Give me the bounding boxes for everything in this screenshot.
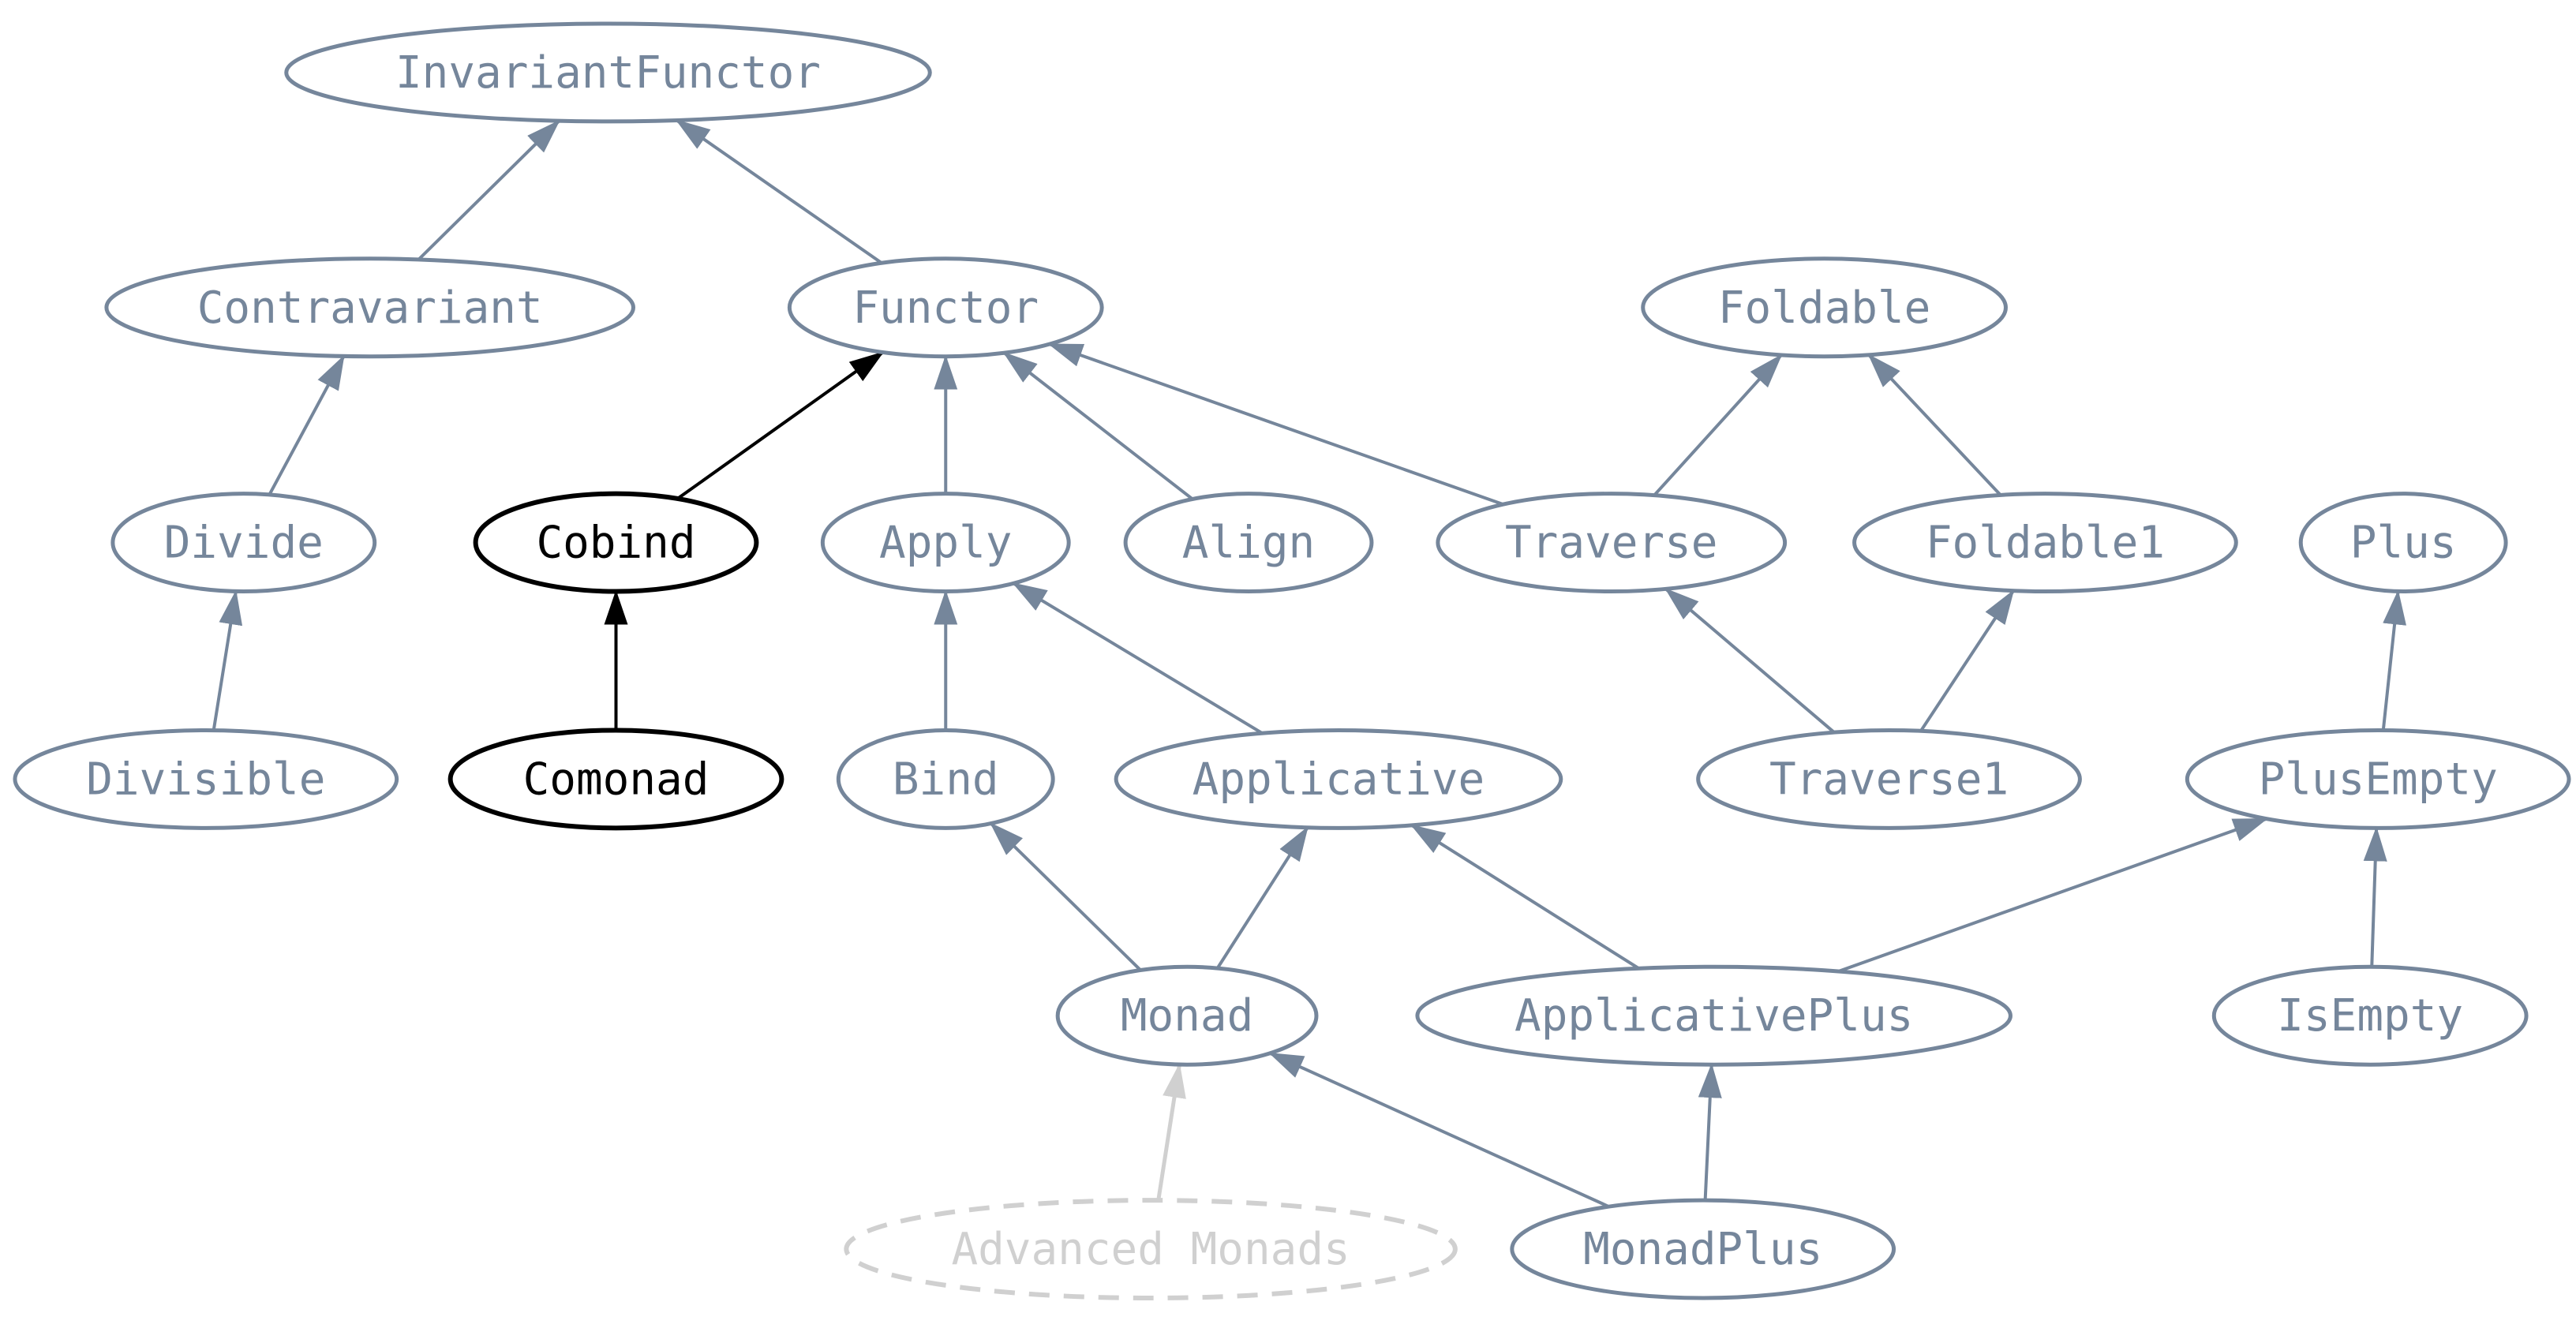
node-ellipse-Functor: [787, 256, 1104, 359]
node-ellipse-InvariantFunctor: [284, 21, 932, 124]
node-Divide: Divide: [110, 492, 377, 594]
node-ellipse-Applicative: [1114, 728, 1563, 830]
node-Comonad: Comonad: [447, 728, 784, 831]
edge-Foldable1-to-Foldable: [1867, 354, 2002, 496]
node-Divisible: Divisible: [13, 728, 399, 830]
node-ellipse-AdvancedMonads: [844, 1198, 1458, 1301]
node-label-Monad: Monad: [1121, 990, 1253, 1042]
node-label-PlusEmpty: PlusEmpty: [2259, 754, 2498, 805]
node-Plus: Plus: [2298, 492, 2508, 594]
edge-MonadPlus-to-ApplicativePlus: [1698, 1063, 1722, 1201]
edge-ApplicativePlus-to-PlusEmpty: [1837, 817, 2268, 973]
edge-Cobind-to-Functor: [676, 350, 885, 500]
node-Applicative: Applicative: [1114, 728, 1563, 830]
node-Cobind: Cobind: [473, 491, 759, 594]
node-InvariantFunctor: InvariantFunctor: [284, 21, 932, 124]
node-ellipse-Contravariant: [104, 256, 635, 359]
node-ellipse-Foldable1: [1852, 492, 2238, 594]
edge-Traverse-to-Foldable: [1653, 354, 1783, 496]
node-label-Divisible: Divisible: [86, 754, 325, 805]
node-ellipse-Traverse1: [1696, 728, 2082, 830]
edge-PlusEmpty-to-Plus: [2381, 589, 2407, 731]
node-label-Traverse1: Traverse1: [1769, 754, 2009, 805]
edge-Traverse1-to-Traverse: [1664, 587, 1836, 734]
node-ellipse-MonadPlus: [1510, 1198, 1896, 1300]
node-ellipse-Divisible: [13, 728, 399, 830]
node-ellipse-Monad: [1055, 964, 1319, 1067]
node-Traverse1: Traverse1: [1696, 728, 2082, 830]
node-ellipse-Apply: [820, 492, 1071, 594]
node-label-Apply: Apply: [879, 518, 1012, 569]
node-IsEmpty: IsEmpty: [2211, 964, 2529, 1067]
node-Traverse: Traverse: [1436, 492, 1788, 594]
node-MonadPlus: MonadPlus: [1510, 1198, 1896, 1300]
node-Contravariant: Contravariant: [104, 256, 635, 359]
node-Foldable: Foldable: [1641, 256, 2008, 359]
edge-Contravariant-to-InvariantFunctor: [417, 119, 560, 261]
edge-MonadPlus-to-Monad: [1268, 1051, 1610, 1208]
node-ellipse-Comonad: [447, 728, 784, 831]
node-ellipse-Align: [1123, 492, 1374, 594]
node-ellipse-Cobind: [473, 491, 759, 594]
edge-Functor-to-InvariantFunctor: [675, 118, 883, 264]
node-Functor: Functor: [787, 256, 1104, 359]
node-label-ApplicativePlus: ApplicativePlus: [1515, 990, 1913, 1042]
node-ellipse-PlusEmpty: [2185, 728, 2571, 830]
node-label-MonadPlus: MonadPlus: [1583, 1224, 1822, 1275]
node-ellipse-Bind: [836, 728, 1055, 830]
node-ellipse-ApplicativePlus: [1415, 964, 2012, 1067]
node-ellipse-Plus: [2298, 492, 2508, 594]
node-label-InvariantFunctor: InvariantFunctor: [395, 47, 821, 99]
edge-AdvancedMonads-to-Monad: [1156, 1063, 1186, 1201]
node-ApplicativePlus: ApplicativePlus: [1415, 964, 2012, 1067]
node-ellipse-IsEmpty: [2211, 964, 2529, 1067]
node-label-Comonad: Comonad: [523, 754, 710, 805]
node-Foldable1: Foldable1: [1852, 492, 2238, 594]
edge-Traverse-to-Functor: [1047, 342, 1504, 507]
node-ellipse-Traverse: [1436, 492, 1788, 594]
node-label-Plus: Plus: [2350, 518, 2457, 569]
node-label-Align: Align: [1182, 518, 1315, 569]
node-Bind: Bind: [836, 728, 1055, 830]
node-Apply: Apply: [820, 492, 1071, 594]
node-label-Contravariant: Contravariant: [197, 282, 543, 334]
edge-IsEmpty-to-PlusEmpty: [2363, 826, 2387, 967]
node-label-AdvancedMonads: Advanced Monads: [951, 1224, 1350, 1275]
node-ellipse-Foldable: [1641, 256, 2008, 359]
node-ellipse-Divide: [110, 492, 377, 594]
node-label-Functor: Functor: [852, 282, 1039, 334]
node-label-Cobind: Cobind: [536, 518, 695, 569]
node-Monad: Monad: [1055, 964, 1319, 1067]
node-label-Bind: Bind: [893, 754, 999, 805]
edge-Align-to-Functor: [1002, 351, 1194, 501]
node-label-Applicative: Applicative: [1193, 754, 1485, 805]
node-label-IsEmpty: IsEmpty: [2277, 990, 2463, 1042]
edge-Divisible-to-Divide: [212, 589, 243, 731]
node-label-Divide: Divide: [164, 518, 324, 569]
node-AdvancedMonads: Advanced Monads: [844, 1198, 1458, 1301]
edge-Applicative-to-Apply: [1012, 582, 1264, 735]
node-label-Foldable: Foldable: [1718, 282, 1931, 334]
edge-layer: [212, 118, 2407, 1208]
edge-Monad-to-Applicative: [1215, 826, 1309, 970]
edge-Traverse1-to-Foldable1: [1919, 589, 2015, 732]
edge-Divide-to-Contravariant: [268, 354, 346, 496]
node-label-Foldable1: Foldable1: [1926, 518, 2165, 569]
node-label-Traverse: Traverse: [1505, 518, 1718, 569]
edge-ApplicativePlus-to-Applicative: [1410, 824, 1640, 970]
node-Align: Align: [1123, 492, 1374, 594]
edge-Monad-to-Bind: [990, 822, 1142, 971]
node-PlusEmpty: PlusEmpty: [2185, 728, 2571, 830]
